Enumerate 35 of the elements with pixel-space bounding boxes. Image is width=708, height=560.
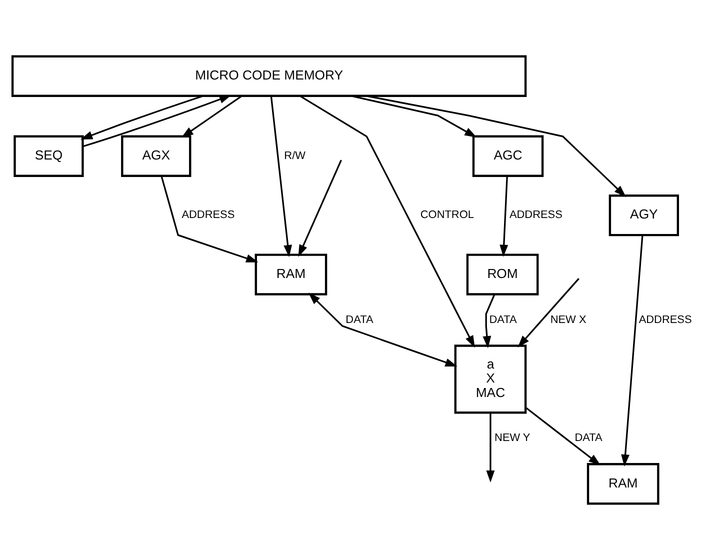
node-box: RAM bbox=[254, 254, 328, 296]
arrow bbox=[525, 406, 601, 466]
arrow bbox=[299, 95, 475, 348]
node-box: a X MAC bbox=[454, 344, 527, 414]
node-box: MICRO CODE MEMORY bbox=[11, 55, 527, 97]
arrow bbox=[351, 95, 477, 138]
edge-label: ADDRESS bbox=[638, 314, 692, 326]
node-box: AGC bbox=[472, 135, 544, 177]
node-box: RAM bbox=[586, 463, 660, 505]
node-box: AGX bbox=[121, 135, 192, 177]
arrow bbox=[298, 160, 342, 257]
arrow bbox=[160, 176, 258, 262]
arrow bbox=[270, 96, 292, 258]
edge-label: ADDRESS bbox=[509, 209, 562, 222]
edge-label: ADDRESS bbox=[182, 209, 235, 222]
node-box: SEQ bbox=[14, 135, 84, 177]
arrow bbox=[482, 294, 496, 348]
arrow bbox=[80, 95, 204, 140]
arrow bbox=[366, 95, 626, 198]
arrow bbox=[518, 278, 580, 348]
edge-label: CONTROL bbox=[420, 209, 474, 222]
edge-label: R/W bbox=[284, 150, 306, 162]
edge-label: NEW X bbox=[550, 314, 586, 326]
arrow bbox=[621, 235, 644, 467]
node-box: ROM bbox=[466, 254, 539, 296]
arrow bbox=[82, 94, 232, 148]
edge-label: DATA bbox=[574, 432, 602, 444]
edge-label: DATA bbox=[489, 314, 517, 326]
arrow bbox=[308, 292, 458, 366]
edge-label: NEW Y bbox=[494, 432, 530, 444]
arrow bbox=[486, 412, 495, 483]
arrow bbox=[181, 95, 242, 138]
edge-label: DATA bbox=[346, 314, 374, 326]
node-box: AGY bbox=[608, 194, 679, 236]
arrow bbox=[500, 176, 508, 257]
